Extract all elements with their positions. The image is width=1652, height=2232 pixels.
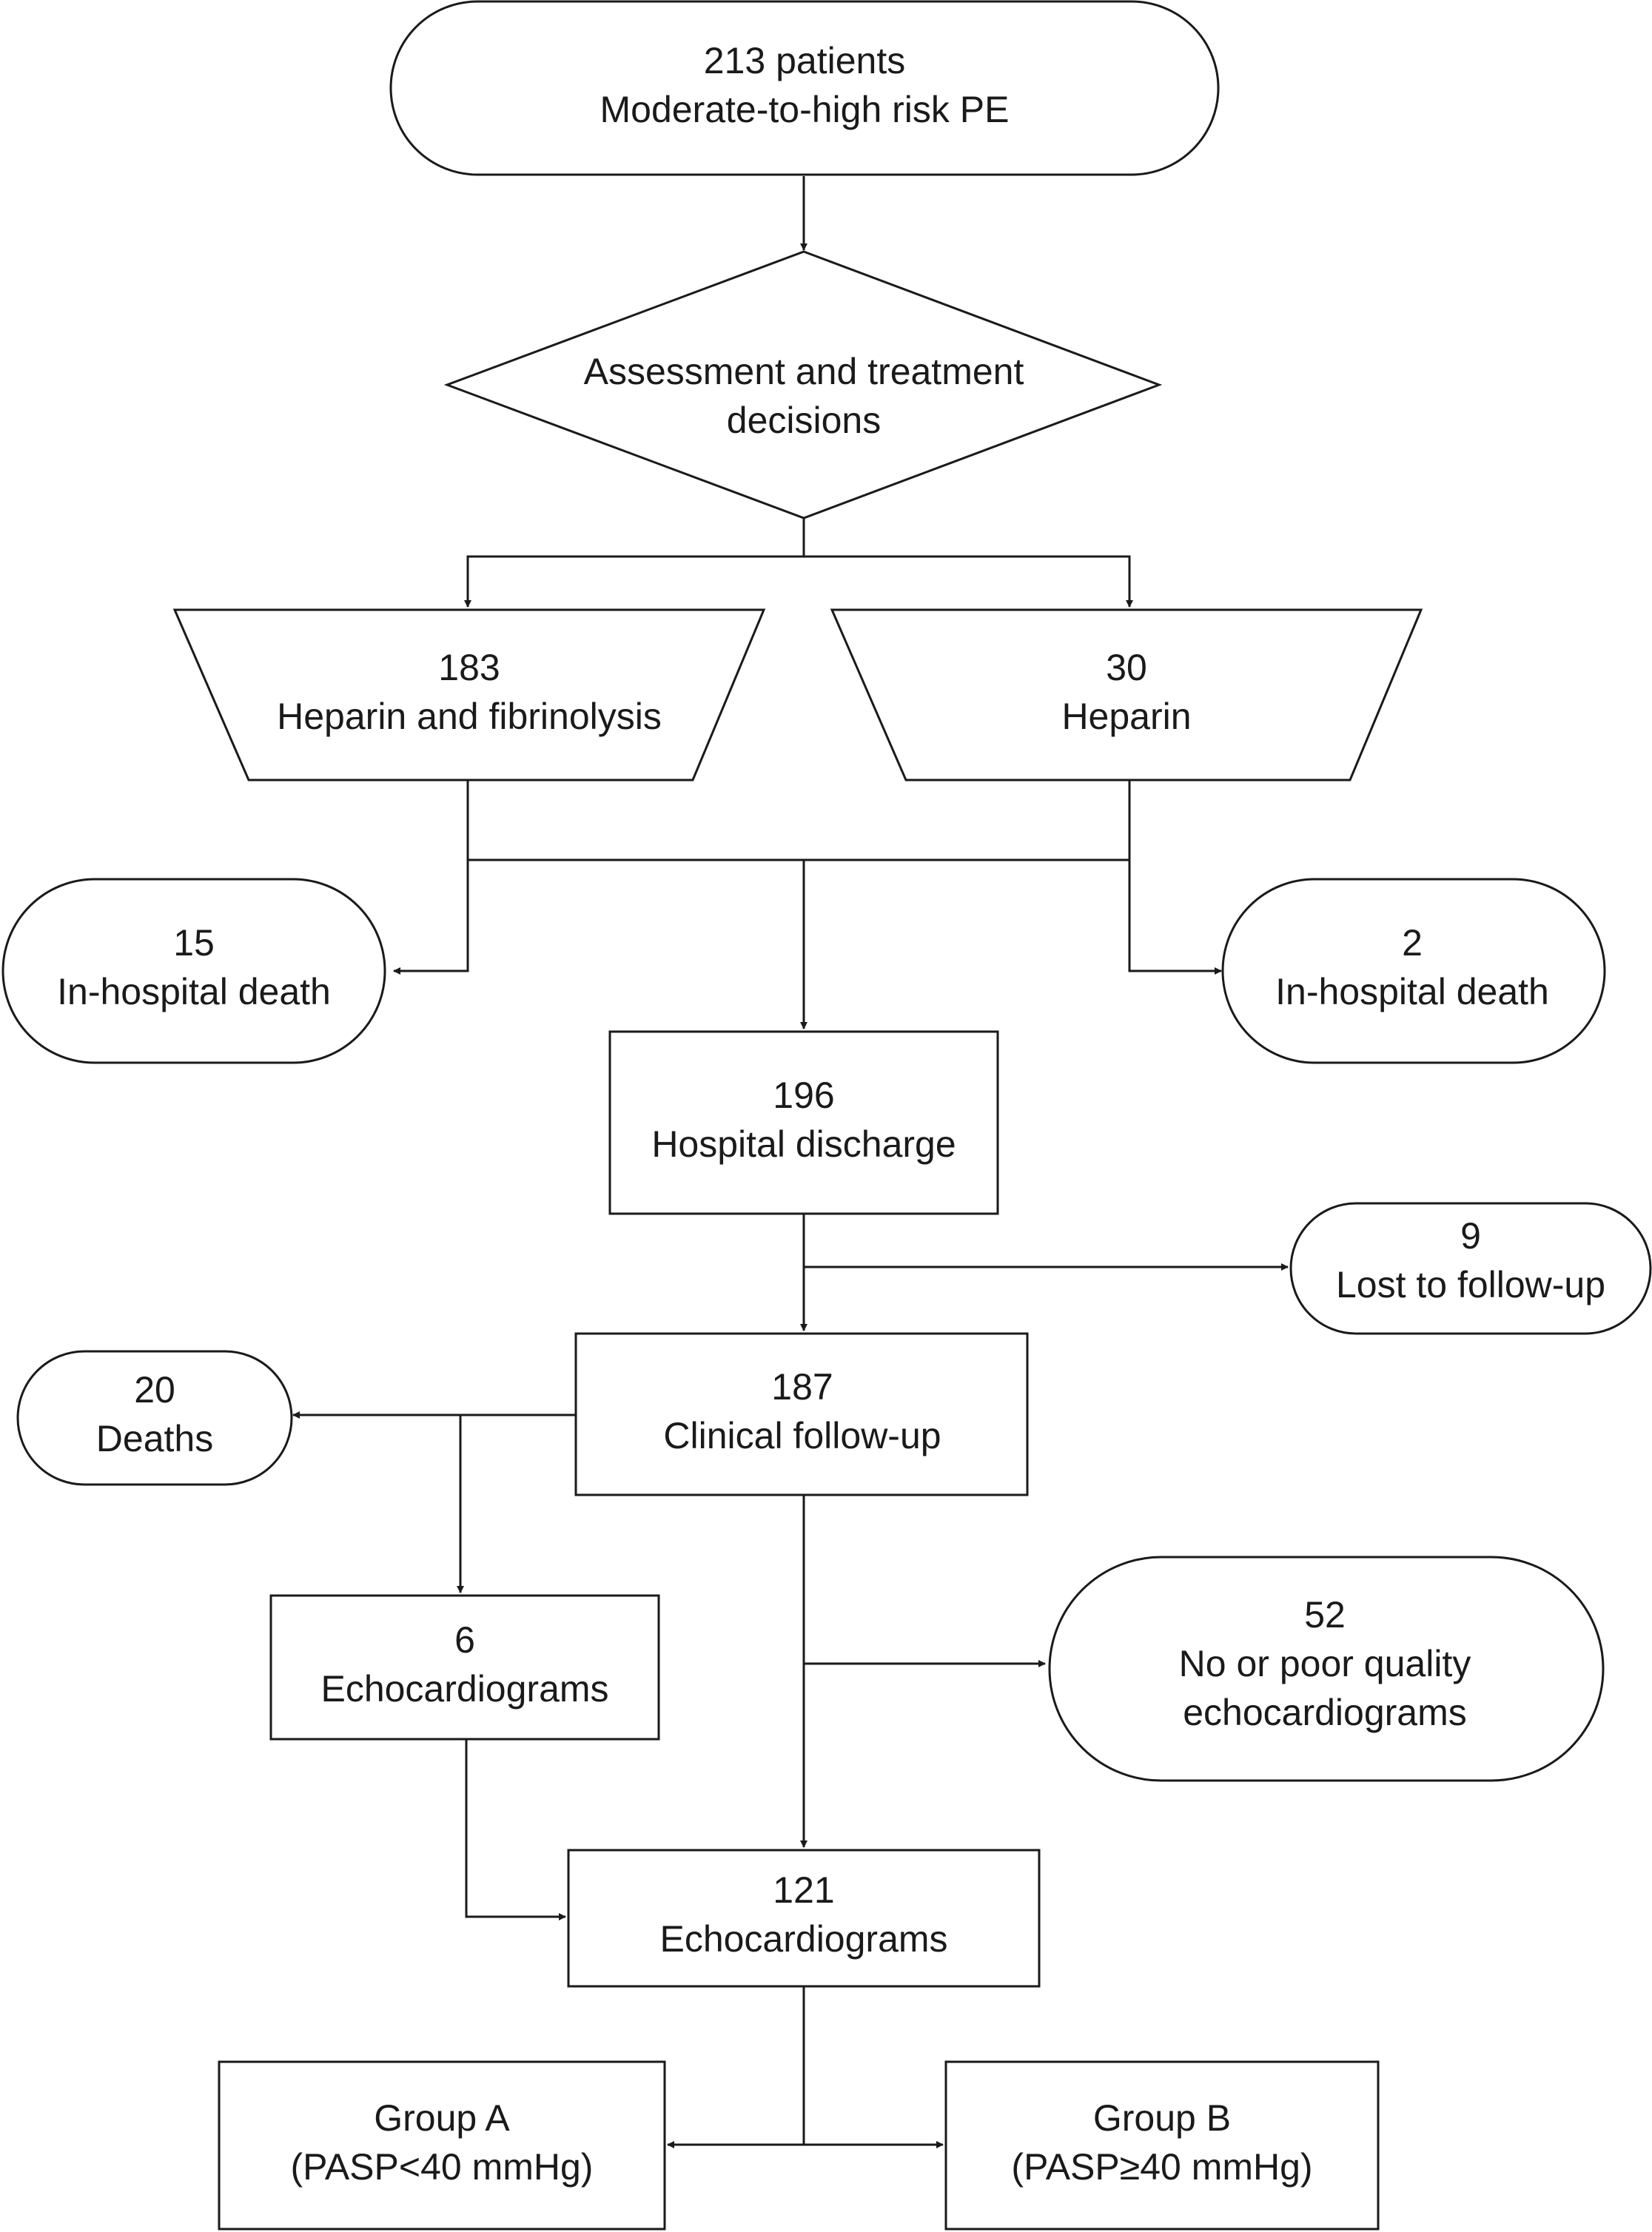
node-group-a: Group A (PASP<40 mmHg) [218, 2060, 666, 2231]
node-decision: Assessment and treatment decisions [443, 250, 1163, 520]
node-decision-line2: decisions [727, 400, 881, 441]
split-decision [466, 518, 805, 599]
node-poor-quality: 52 No or poor quality echocardiograms [1048, 1556, 1605, 1782]
node-start-label: Moderate-to-high risk PE [600, 89, 1009, 130]
arrow-to-heparin [804, 555, 1133, 608]
node-lost: 9 Lost to follow-up [1289, 1202, 1652, 1335]
node-followup: 187 Clinical follow-up [574, 1332, 1029, 1496]
node-poor-quality-count: 52 [1304, 1594, 1346, 1636]
arrow-echo6-to-echo121 [465, 1739, 566, 1920]
node-group-a-criteria: (PASP<40 mmHg) [291, 2146, 594, 2188]
node-start-count: 213 patients [704, 40, 905, 81]
node-heparin-label: Heparin [1061, 696, 1191, 737]
node-start: 213 patients Moderate-to-high risk PE [389, 0, 1220, 176]
node-discharge-count: 196 [773, 1075, 834, 1116]
node-poor-quality-line2: No or poor quality [1179, 1643, 1471, 1684]
node-group-a-label: Group A [374, 2097, 510, 2139]
node-fibrinolysis: 183 Heparin and fibrinolysis [172, 608, 766, 781]
node-fibrinolysis-label: Heparin and fibrinolysis [277, 696, 662, 737]
node-deaths-count: 20 [134, 1369, 175, 1411]
node-deaths-label: Deaths [96, 1418, 213, 1459]
node-echo6: 6 Echocardiograms [269, 1594, 660, 1741]
node-echo6-count: 6 [454, 1619, 475, 1661]
node-decision-line1: Assessment and treatment [584, 351, 1024, 392]
node-group-b-criteria: (PASP≥40 mmHg) [1011, 2146, 1312, 2188]
node-echo121: 121 Echocardiograms [567, 1849, 1041, 1988]
node-poor-quality-line3: echocardiograms [1183, 1692, 1467, 1733]
node-discharge-label: Hospital discharge [651, 1123, 956, 1165]
node-heparin-count: 30 [1106, 647, 1147, 688]
node-echo121-count: 121 [773, 1869, 834, 1911]
node-heparin: 30 Heparin [830, 608, 1423, 781]
node-death-left: 15 In-hospital death [1, 878, 386, 1064]
node-group-b: Group B (PASP≥40 mmHg) [944, 2060, 1380, 2231]
node-deaths: 20 Deaths [16, 1350, 293, 1486]
node-fibrinolysis-count: 183 [438, 647, 500, 688]
node-lost-label: Lost to follow-up [1336, 1264, 1605, 1305]
node-followup-label: Clinical follow-up [663, 1415, 941, 1456]
node-death-right: 2 In-hospital death [1221, 878, 1606, 1064]
node-echo121-label: Echocardiograms [659, 1918, 947, 1960]
node-death-right-count: 2 [1402, 922, 1423, 964]
node-death-right-label: In-hospital death [1275, 971, 1549, 1012]
node-death-left-count: 15 [173, 922, 215, 964]
node-followup-count: 187 [771, 1366, 833, 1408]
connectors [292, 176, 1289, 2148]
arrow-to-death-right [1128, 860, 1222, 975]
node-death-left-label: In-hospital death [57, 971, 331, 1012]
node-echo6-label: Echocardiograms [320, 1668, 608, 1710]
node-discharge: 196 Hospital discharge [608, 1030, 999, 1215]
node-group-b-label: Group B [1093, 2097, 1231, 2139]
node-lost-count: 9 [1460, 1215, 1481, 1257]
arrow-to-death-left [393, 860, 469, 975]
